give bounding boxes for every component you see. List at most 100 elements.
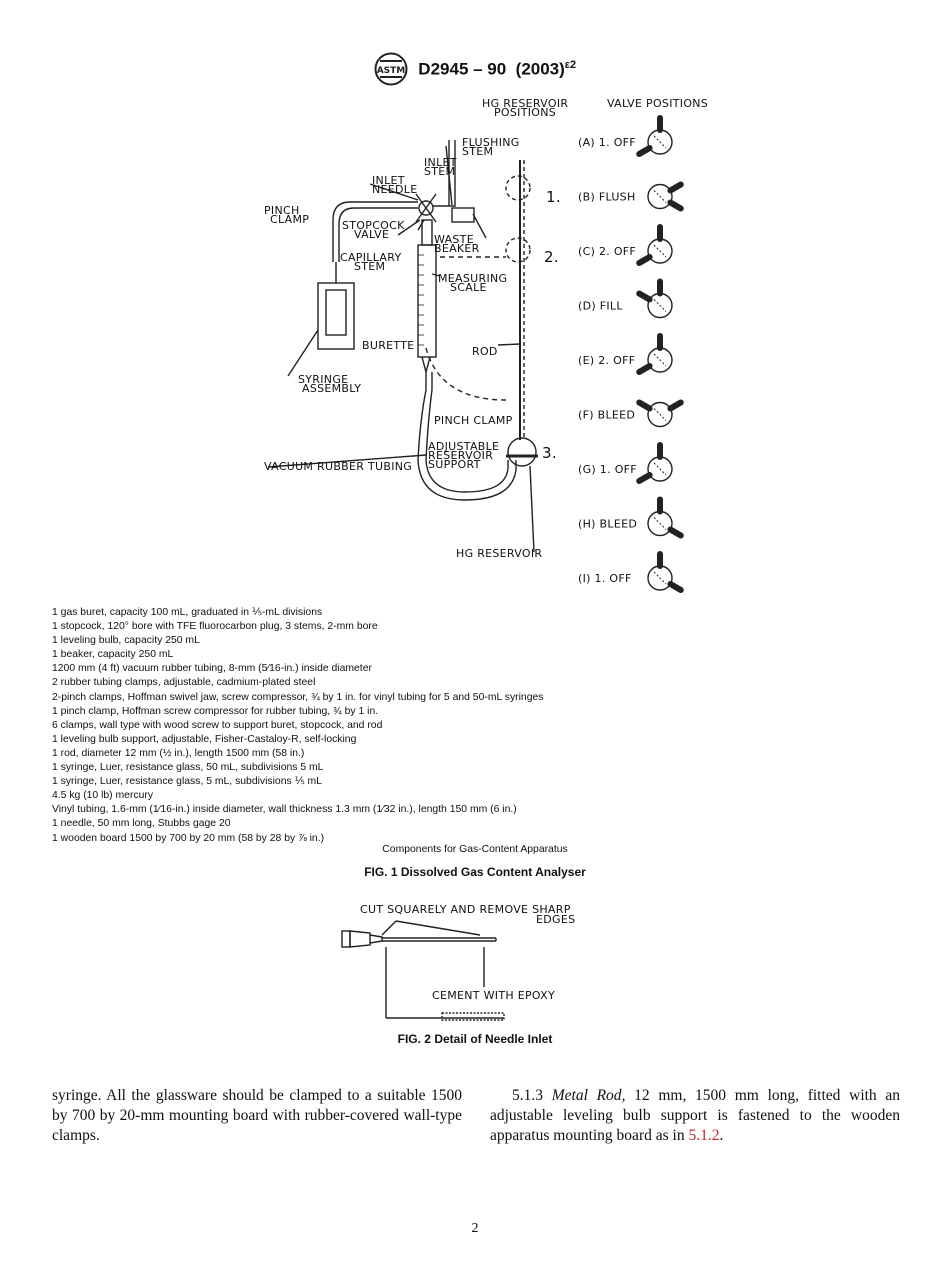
svg-text:RESERVOIR: RESERVOIR [428, 449, 493, 462]
syringe-body [317, 282, 355, 350]
valve-icon [647, 183, 673, 210]
svg-text:SYRINGE: SYRINGE [298, 373, 348, 386]
svg-text:HG RESERVOIR: HG RESERVOIR [456, 547, 542, 560]
svg-text:SUPPORT: SUPPORT [428, 458, 481, 471]
svg-text:VALVE POSITIONS: VALVE POSITIONS [607, 97, 708, 110]
component-item: Vinyl tubing, 1.6-mm (1⁄16-in.) inside d… [52, 804, 517, 816]
component-item: 1 beaker, capacity 250 mL [52, 649, 174, 661]
component-item: 1 gas buret, capacity 100 mL, graduated … [52, 607, 323, 618]
svg-text:SCALE: SCALE [450, 281, 487, 294]
svg-text:STEM: STEM [462, 145, 493, 158]
component-item: 1 pinch clamp, Hoffman screw compressor … [52, 705, 379, 717]
valve-position-label: (I) 1. OFF [578, 572, 632, 585]
svg-text:CEMENT WITH EPOXY: CEMENT WITH EPOXY [432, 989, 555, 1002]
valve-handle [667, 526, 684, 539]
component-item: 1 wooden board 1500 by 700 by 20 mm (58 … [52, 832, 325, 844]
figure-2-caption: FIG. 2 Detail of Needle Inlet [397, 1032, 553, 1046]
svg-text:ASTM: ASTM [377, 66, 406, 76]
page-number: 2 [471, 1221, 479, 1236]
valve-position-label: (F) BLEED [578, 409, 635, 422]
valve-bore [653, 517, 667, 530]
figure-1-apparatus-diagram: HG RESERVOIR POSITIONS VALVE POSITIONS F… [264, 97, 708, 593]
hg-reservoir [507, 437, 537, 467]
waste-beaker [451, 207, 475, 223]
components-caption: Components for Gas-Content Apparatus [382, 844, 568, 855]
svg-text:HG RESERVOIR: HG RESERVOIR [482, 97, 568, 110]
valve-position-label: (C) 2. OFF [578, 245, 636, 258]
figure-2-needle-diagram: CUT SQUARELY AND REMOVE SHARP EDGES CEME… [341, 903, 575, 1021]
reservoir-position-2 [505, 237, 531, 263]
valve-handle [667, 181, 684, 194]
valve-handle [667, 581, 684, 593]
svg-text:VALVE: VALVE [354, 228, 389, 241]
component-item: 1 leveling bulb support, adjustable, Fis… [52, 733, 357, 745]
page-header: ASTM D2945 – 90 (2003)ε2 [0, 52, 950, 86]
reservoir-position-1 [505, 175, 531, 201]
stopcock-valve [418, 200, 434, 216]
valve-bore [653, 462, 667, 476]
svg-text:PINCH: PINCH [264, 204, 300, 217]
valve-handle [636, 145, 653, 157]
valve-handle [636, 254, 653, 266]
components-list: 1 gas buret, capacity 100 mL, graduated … [52, 606, 543, 846]
astm-logo: ASTM [374, 52, 408, 86]
valve-bore [653, 190, 667, 203]
component-item: 4.5 kg (10 lb) mercury [52, 790, 154, 802]
section-title: Metal Rod [551, 1087, 622, 1104]
syringe-barrel [325, 289, 347, 336]
valve-position-label: (E) 2. OFF [578, 354, 635, 367]
valve-bore [653, 299, 667, 312]
component-item: 1 syringe, Luer, resistance glass, 5 mL,… [52, 776, 322, 788]
component-item: 1 needle, 50 mm long, Stubbs gage 20 [52, 818, 231, 830]
body-text-right: 5.1.3 Metal Rod, 12 mm, 1500 mm long, fi… [490, 1087, 901, 1144]
svg-text:INLET: INLET [372, 174, 405, 187]
valve-position-label: (D) FILL [578, 300, 623, 313]
valve-bore [653, 408, 667, 421]
component-item: 2-pinch clamps, Hoffman swivel jaw, scre… [52, 691, 544, 703]
svg-text:2.: 2. [544, 248, 559, 266]
valve-position-label: (H) BLEED [578, 518, 637, 531]
svg-text:ROD: ROD [472, 345, 498, 358]
svg-text:3.: 3. [542, 444, 557, 462]
svg-text:STOPCOCK: STOPCOCK [342, 219, 405, 232]
svg-text:EDGES: EDGES [536, 913, 575, 926]
valve-positions-list: (A) 1. OFF(B) FLUSH(C) 2. OFF(D) FILL(E)… [578, 115, 684, 593]
valve-bore [653, 571, 667, 585]
svg-text:BEAKER: BEAKER [434, 242, 480, 255]
body-text-left: syringe. All the glassware should be cla… [52, 1087, 462, 1144]
svg-text:WASTE: WASTE [434, 233, 474, 246]
section-reference-link[interactable]: 5.1.2 [688, 1127, 720, 1144]
svg-text:INLET: INLET [424, 156, 457, 169]
burette [417, 244, 437, 358]
svg-text:STEM: STEM [354, 260, 385, 273]
valve-handle [667, 199, 684, 212]
svg-text:CLAMP: CLAMP [270, 213, 309, 226]
svg-text:MEASURING: MEASURING [438, 272, 507, 285]
component-item: 1 syringe, Luer, resistance glass, 50 mL… [52, 762, 324, 774]
svg-text:VACUUM RUBBER TUBING: VACUUM RUBBER TUBING [264, 460, 412, 473]
svg-text:ASSEMBLY: ASSEMBLY [302, 382, 361, 395]
svg-text:BURETTE: BURETTE [362, 339, 415, 352]
valve-handle [636, 363, 653, 375]
valve-bore [653, 353, 667, 367]
capillary-stem [421, 219, 433, 246]
figure-1-caption: FIG. 1 Dissolved Gas Content Analyser [364, 865, 586, 879]
component-item: 1200 mm (4 ft) vacuum rubber tubing, 8-m… [52, 663, 372, 675]
component-item: 2 rubber tubing clamps, adjustable, cadm… [52, 677, 316, 689]
valve-handle [636, 472, 653, 484]
vacuum-rubber-tubing [417, 372, 517, 501]
valve-handle [636, 399, 653, 412]
component-item: 6 clamps, wall type with wood screw to s… [52, 719, 383, 731]
valve-bore [653, 244, 667, 258]
vinyl-tubing [332, 201, 418, 262]
needle-hub [349, 930, 371, 948]
svg-text:STEM: STEM [424, 165, 455, 178]
valve-bore [653, 135, 667, 149]
valve-position-label: (B) FLUSH [578, 191, 636, 204]
needle-hub-cap [341, 930, 351, 948]
svg-text:POSITIONS: POSITIONS [494, 106, 556, 119]
component-item: 1 stopcock, 120° bore with TFE fluorocar… [52, 621, 378, 633]
component-item: 1 leveling bulb, capacity 250 mL [52, 635, 200, 647]
valve-handle [636, 290, 653, 303]
svg-text:NEEDLE: NEEDLE [372, 183, 417, 196]
